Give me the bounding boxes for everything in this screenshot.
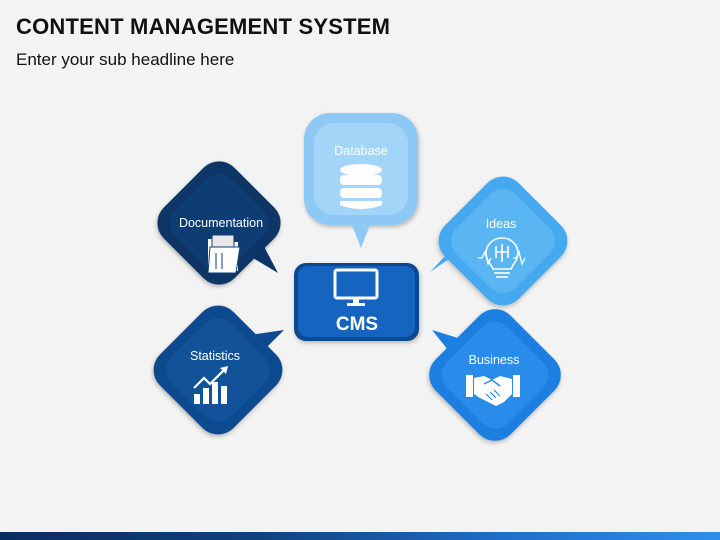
growth-chart-icon xyxy=(193,366,228,404)
node-ideas: Ideas xyxy=(430,176,568,306)
database-icon xyxy=(340,164,382,209)
slide-subtitle: Enter your sub headline here xyxy=(16,50,235,69)
label-statistics: Statistics xyxy=(190,349,240,363)
label-database: Database xyxy=(334,144,388,158)
folder-icon xyxy=(207,234,241,274)
label-business: Business xyxy=(469,353,520,367)
node-business: Business xyxy=(429,309,561,441)
label-documentation: Documentation xyxy=(179,216,263,230)
label-cms: CMS xyxy=(336,314,378,335)
label-ideas: Ideas xyxy=(486,217,517,231)
node-statistics: Statistics xyxy=(153,305,284,435)
center-cms: CMS xyxy=(294,263,419,341)
node-database: Database xyxy=(304,113,418,248)
footer-accent-bar xyxy=(0,532,720,540)
monitor-icon xyxy=(333,268,379,306)
lightbulb-icon xyxy=(478,237,526,278)
handshake-icon xyxy=(466,375,520,406)
slide-title: CONTENT MANAGEMENT SYSTEM xyxy=(16,14,391,39)
node-documentation: Documentation xyxy=(157,161,281,285)
